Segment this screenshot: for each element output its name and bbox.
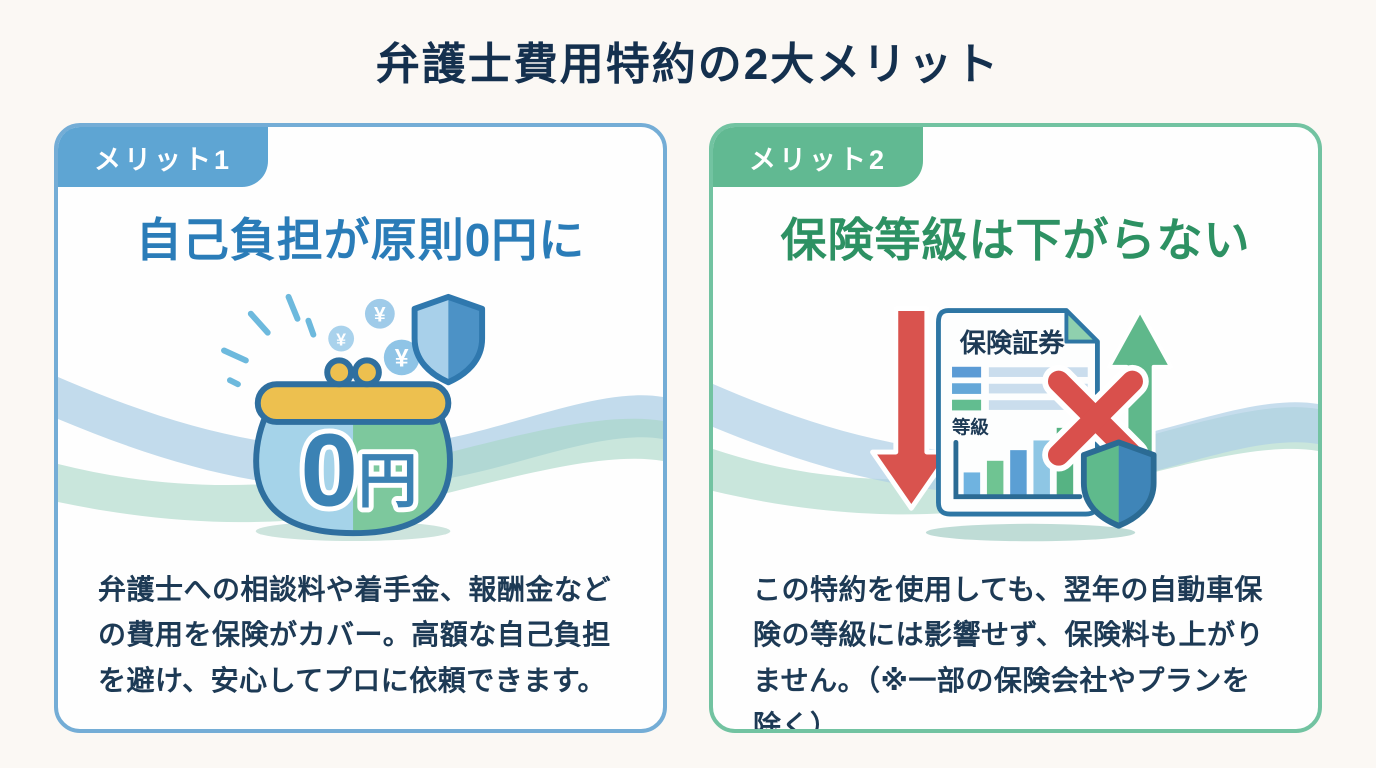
merit-2-heading: 保険等級は下がらない: [780, 214, 1251, 266]
merit-2-body: この特約を使用しても、翌年の自動車保険の等級には影響せず、保険料も上がりません。…: [753, 574, 1265, 733]
yen-coin-icon: ¥: [383, 339, 420, 376]
coin-purse-illustration-icon: ¥ ¥ ¥: [220, 293, 485, 542]
amount-unit: 円: [357, 447, 417, 514]
cards-row: メリット1 自己負担が原則0円に: [0, 123, 1376, 733]
document-title: 保険証券: [958, 328, 1064, 358]
folded-corner-icon: [1063, 308, 1099, 344]
merit-1-body: 弁護士への相談料や着手金、報酬金などの費用を保険がカバー。高額な自己負担を避け、…: [98, 574, 612, 696]
yen-coin-icon: ¥: [364, 298, 395, 329]
wave-decoration: [58, 339, 663, 524]
merit-2-badge: メリット2: [713, 127, 924, 187]
merit-1-illustration: ¥ ¥ ¥: [58, 281, 663, 549]
coin-purse-icon: 0円: [252, 357, 453, 537]
wave-decoration: [713, 339, 1318, 524]
shield-icon: [411, 293, 485, 386]
shield-icon: [1080, 439, 1157, 529]
zero-yen-label: 0円: [300, 412, 417, 527]
yen-symbol: ¥: [374, 304, 386, 327]
sparkle-icon: [220, 293, 316, 388]
merit-card-2: メリット2 保険等級は下がらない: [709, 123, 1322, 733]
yen-symbol: ¥: [394, 345, 408, 372]
merit-2-illustration: 保険証券 等級: [713, 281, 1318, 549]
wave-ribbons-icon: [713, 384, 1318, 515]
yen-coin-icon: ¥: [327, 325, 354, 352]
yen-symbol: ¥: [336, 330, 346, 350]
grade-label: 等級: [952, 417, 989, 438]
merit-1-heading: 自己負担が原則0円に: [135, 214, 586, 266]
merit-card-1: メリット1 自己負担が原則0円に: [54, 123, 667, 733]
page-title: 弁護士費用特約の2大メリット: [375, 40, 1001, 89]
insurance-grade-illustration-icon: 保険証券 等級: [869, 306, 1173, 542]
merit-1-badge: メリット1: [58, 127, 269, 187]
amount-number: 0: [300, 412, 357, 527]
document-lines: [951, 366, 1088, 411]
wave-ribbons-icon: [58, 377, 663, 523]
shadow-ellipse: [925, 523, 1135, 542]
down-arrow-icon: [869, 306, 953, 511]
